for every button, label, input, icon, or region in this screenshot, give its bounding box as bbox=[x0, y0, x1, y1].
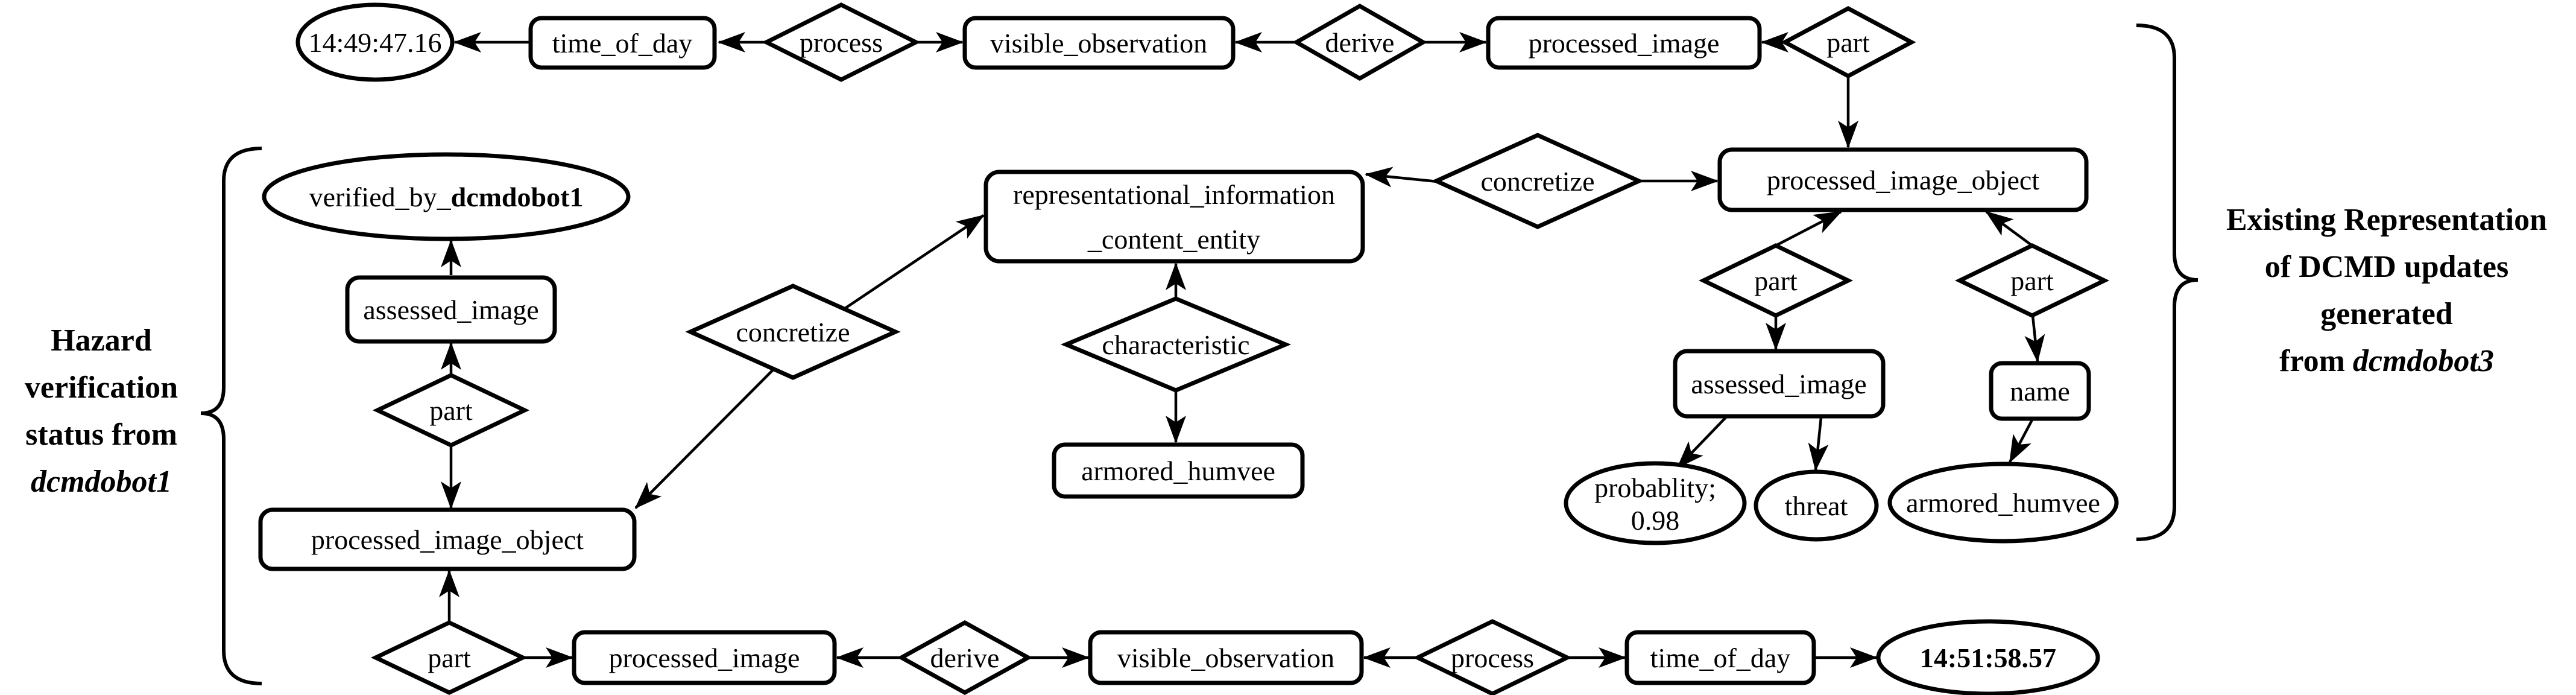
value-ellipse-verified-by bbox=[262, 152, 631, 241]
relation-process-top-label: process bbox=[800, 27, 883, 58]
value-threat-label: threat bbox=[1785, 490, 1848, 521]
entity-assessed-image-left-label: assessed_image bbox=[363, 294, 538, 325]
relation-concretize-right-label: concretize bbox=[1481, 166, 1595, 197]
entity-box-armored-humvee bbox=[1052, 442, 1305, 499]
relation-diamond-part-top bbox=[1780, 6, 1916, 78]
entity-box-name bbox=[1989, 361, 2091, 421]
entity-processed-image-object-left-label: processed_image_object bbox=[311, 524, 584, 555]
entity-rep-info-line2: _content_entity bbox=[1087, 224, 1260, 255]
relation-diamond-concretize-right bbox=[1431, 133, 1644, 229]
value-armored-humvee-label: armored_humvee bbox=[1906, 487, 2100, 518]
relation-diamond-part-r1 bbox=[1698, 243, 1854, 318]
left-label-line3: status from bbox=[25, 417, 177, 452]
right-label-line3: generated bbox=[2320, 297, 2453, 331]
entity-rep-info-line1: representational_information bbox=[1013, 179, 1335, 210]
relation-part-top-label: part bbox=[1826, 27, 1870, 58]
entity-processed-image-top-label: processed_image bbox=[1529, 28, 1720, 59]
arrow-name-to-armored-humvee-value bbox=[2009, 419, 2033, 463]
entity-box-processed-image-bottom bbox=[572, 630, 837, 685]
left-bracket-label: Hazard verification status from dcmdobot… bbox=[25, 323, 178, 499]
value-probability-line2: 0.98 bbox=[1631, 505, 1680, 536]
connectors bbox=[439, 32, 2045, 668]
relation-diamond-derive-bottom bbox=[897, 620, 1033, 695]
value-probability-line1: probablity; bbox=[1594, 472, 1716, 503]
arrow-assessed-image-to-threat bbox=[1808, 417, 1829, 471]
relation-characteristic-label: characteristic bbox=[1102, 329, 1249, 360]
relation-diamond-part-bottom bbox=[370, 620, 528, 695]
right-label-line2: of DCMD updates bbox=[2265, 250, 2508, 284]
entity-box-time-of-day-bottom bbox=[1624, 630, 1816, 685]
entity-box-time-of-day-top bbox=[528, 16, 717, 70]
relation-derive-top-label: derive bbox=[1325, 27, 1395, 58]
value-time-bottom-label: 14:51:58.57 bbox=[1920, 643, 2056, 673]
value-verified-by-label: verified_by_dcmdobot1 bbox=[309, 182, 584, 212]
right-label-line4-bot-name: dcmdobot3 bbox=[2353, 344, 2494, 378]
relation-diamond-process-top bbox=[762, 2, 921, 82]
arrow-concretize-right-to-rep-entity bbox=[1365, 167, 1438, 188]
relation-diamond-part-r2 bbox=[1954, 243, 2110, 318]
left-label-line1: Hazard bbox=[51, 323, 152, 358]
verified-by-bot-name: dcmdobot1 bbox=[451, 182, 584, 212]
relation-diamond-derive-top bbox=[1292, 3, 1428, 81]
entity-box-representational-information-content-entity bbox=[983, 170, 1365, 264]
entity-assessed-image-right-label: assessed_image bbox=[1691, 369, 1866, 399]
relation-derive-bottom-label: derive bbox=[930, 643, 1000, 673]
entity-processed-image-object-right-label: processed_image_object bbox=[1767, 165, 2039, 195]
relation-concretize-mid-label: concretize bbox=[736, 317, 850, 348]
arrow-concretize-mid-to-rep-entity bbox=[843, 214, 985, 310]
value-ellipse-time-top bbox=[295, 2, 455, 82]
entity-visible-observation-top-label: visible_observation bbox=[990, 28, 1207, 59]
value-ellipse-time-bottom bbox=[1876, 619, 2100, 695]
value-ellipse-probability bbox=[1564, 461, 1747, 545]
left-curly-bracket bbox=[200, 147, 262, 685]
right-curly-bracket bbox=[2136, 24, 2199, 541]
entity-time-of-day-top-label: time_of_day bbox=[552, 28, 693, 59]
relation-process-bottom-label: process bbox=[1451, 643, 1534, 673]
right-bracket-label: Existing Representation of DCMD updates … bbox=[2226, 203, 2547, 378]
value-ellipse-threat bbox=[1754, 469, 1879, 542]
entity-box-assessed-image-left bbox=[345, 275, 557, 344]
entity-box-assessed-image-right bbox=[1673, 349, 1886, 419]
entity-processed-image-bottom-label: processed_image bbox=[609, 643, 800, 673]
left-label-line2: verification bbox=[25, 370, 178, 405]
value-time-top-label: 14:49:47.16 bbox=[308, 27, 441, 58]
relation-part-r1-label: part bbox=[1754, 265, 1798, 296]
entity-box-processed-image-object-left bbox=[258, 507, 637, 571]
entity-time-of-day-bottom-label: time_of_day bbox=[1650, 643, 1791, 673]
entity-armored-humvee-label: armored_humvee bbox=[1081, 455, 1275, 486]
arrow-concretize-mid-to-processed-image-object bbox=[634, 368, 775, 509]
arrow-assessed-image-to-probability bbox=[1676, 416, 1727, 469]
entity-box-processed-image-top bbox=[1486, 16, 1762, 70]
entity-box-processed-image-object-right bbox=[1717, 147, 2089, 212]
relation-diamond-characteristic bbox=[1060, 296, 1292, 393]
relation-part-bottom-label: part bbox=[428, 643, 471, 673]
arrow-part-r2-to-name bbox=[2024, 315, 2045, 363]
entity-visible-observation-bottom-label: visible_observation bbox=[1117, 643, 1334, 673]
arrow-part-r1-to-processed-image-object bbox=[1775, 211, 1842, 247]
right-label-line4: from dcmdobot3 bbox=[2279, 344, 2494, 378]
relation-part-left-label: part bbox=[429, 395, 473, 426]
left-label-line4: dcmdobot1 bbox=[31, 465, 172, 499]
relation-diamond-part-left bbox=[372, 373, 530, 448]
entity-box-visible-observation-top bbox=[962, 16, 1236, 70]
right-label-line4-prefix: from bbox=[2279, 344, 2353, 378]
entity-box-visible-observation-bottom bbox=[1088, 630, 1364, 685]
relation-part-r2-label: part bbox=[2010, 265, 2054, 296]
value-ellipse-armored-humvee bbox=[1887, 462, 2119, 544]
relation-diamond-concretize-mid bbox=[685, 284, 901, 380]
entity-name-label: name bbox=[2010, 376, 2070, 407]
right-label-line1: Existing Representation bbox=[2226, 203, 2547, 237]
verified-by-prefix: verified_by_ bbox=[309, 182, 452, 212]
relation-diamond-process-bottom bbox=[1412, 619, 1573, 695]
arrow-part-r2-to-processed-image-object bbox=[1985, 211, 2033, 247]
